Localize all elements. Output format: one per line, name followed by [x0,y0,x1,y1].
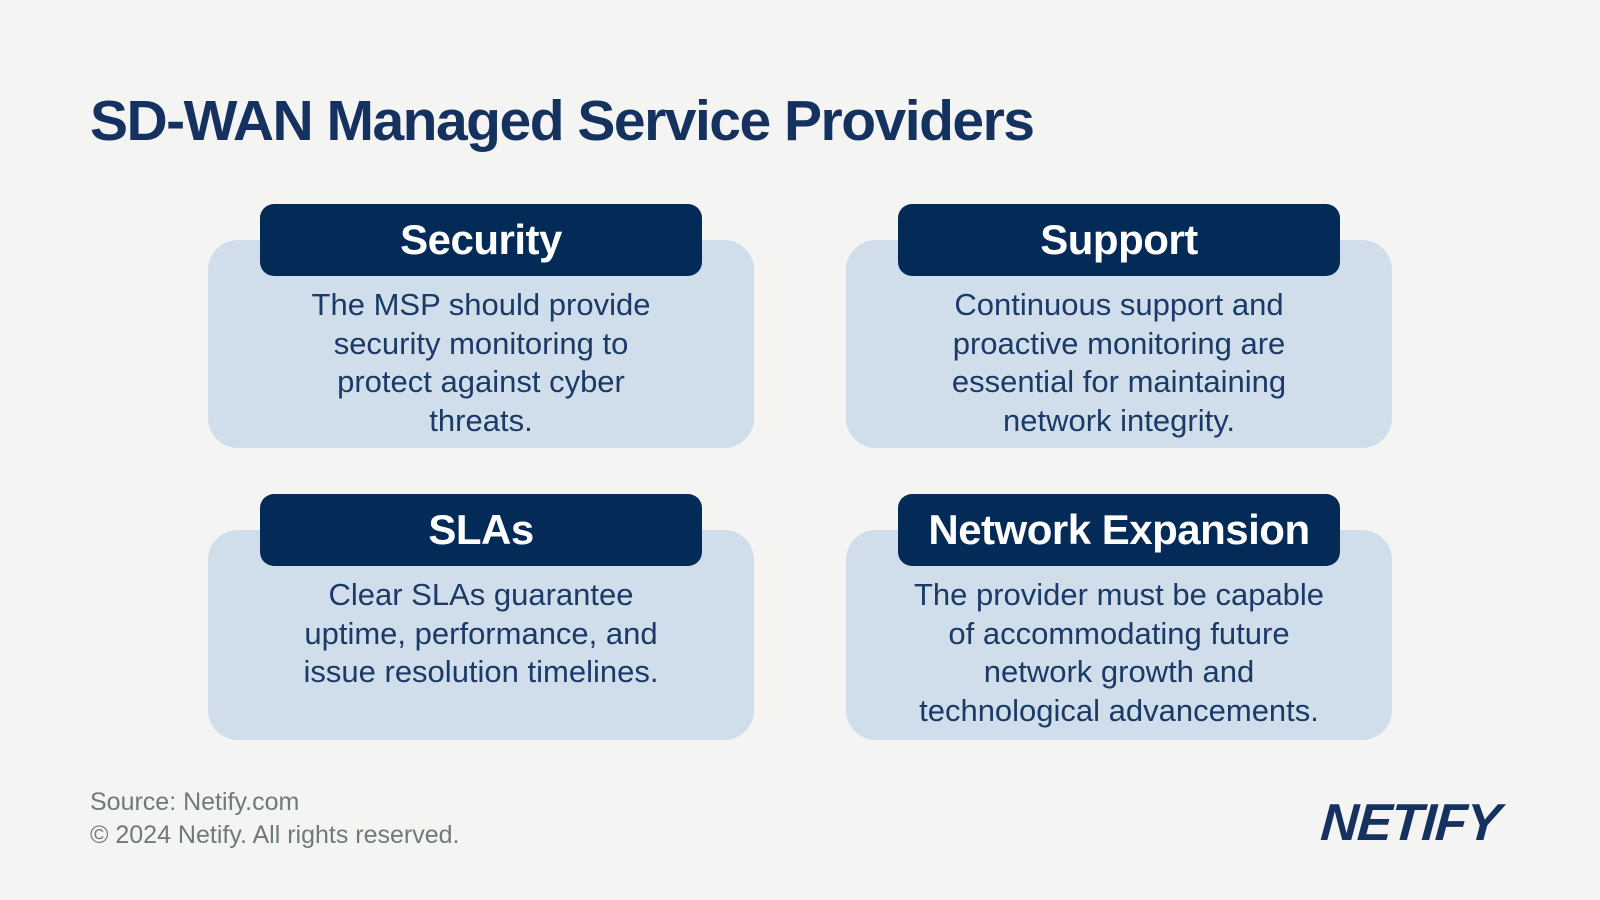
card-support-header: Support [898,204,1340,276]
card-slas: SLAs Clear SLAs guarantee uptime, perfor… [208,494,754,740]
card-slas-description: Clear SLAs guarantee uptime, performance… [303,577,659,689]
card-support: Support Continuous support and proactive… [846,204,1392,448]
card-network-expansion-description: The provider must be capable of accommod… [913,577,1325,728]
card-security: Security The MSP should provide security… [208,204,754,448]
card-network-expansion-header: Network Expansion [898,494,1340,566]
copyright-text: © 2024 Netify. All rights reserved. [90,821,460,849]
source-text: Source: Netify.com [90,788,300,816]
card-network-expansion: Network Expansion The provider must be c… [846,494,1392,740]
page-title: SD-WAN Managed Service Providers [90,89,1035,153]
card-security-description: The MSP should provide security monitori… [311,287,651,438]
netify-logo: NETIFY [1319,794,1503,852]
card-support-description: Continuous support and proactive monitor… [951,287,1287,438]
footer-text-block: Source: Netify.com © 2024 Netify. All ri… [90,786,460,852]
card-security-header: Security [260,204,702,276]
card-slas-header: SLAs [260,494,702,566]
